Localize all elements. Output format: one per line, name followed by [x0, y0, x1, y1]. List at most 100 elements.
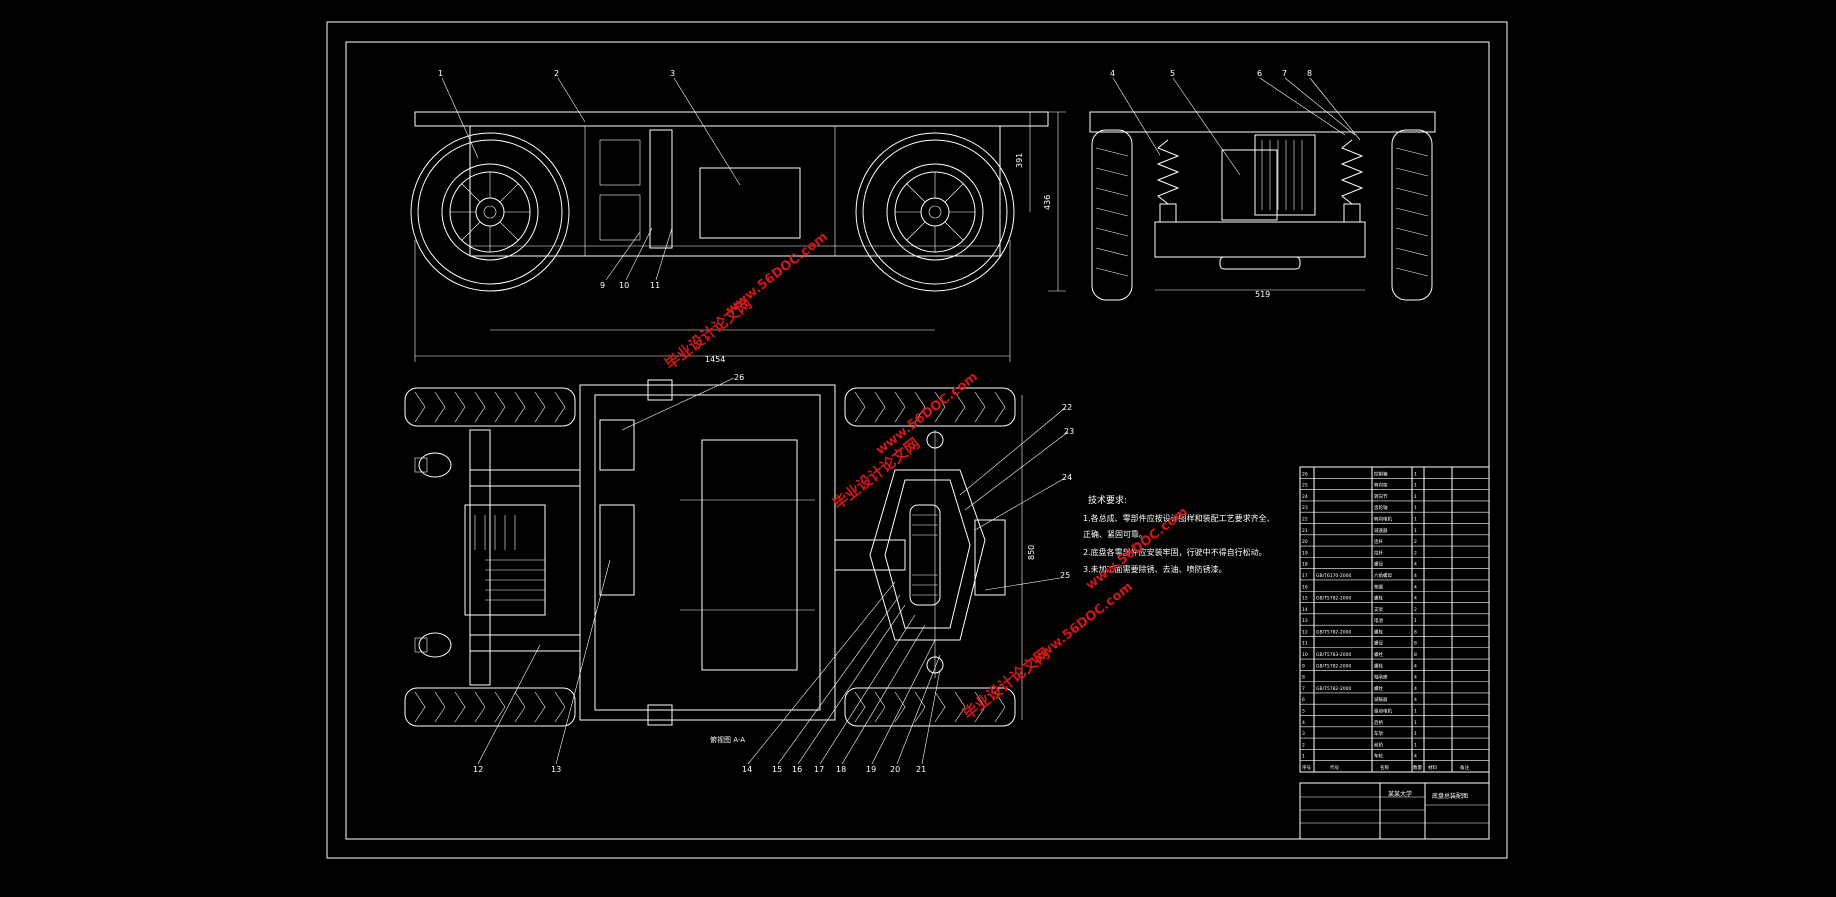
- parts-cell-qty: 4: [1414, 697, 1417, 703]
- callout-10: 10: [619, 281, 629, 290]
- callout-25: 25: [1060, 571, 1070, 580]
- watermarks: 毕业设计论文网 www.56DOC.com 毕业设计论文网 www.56DOC.…: [661, 230, 1190, 724]
- callout-23: 23: [1064, 427, 1074, 436]
- callout-17: 17: [814, 765, 824, 774]
- parts-cell-name: 减速器: [1374, 527, 1388, 534]
- parts-cell-name: 螺母: [1374, 640, 1383, 647]
- dim-height-b: 436: [1043, 195, 1052, 210]
- parts-cell-qty: 1: [1414, 471, 1417, 477]
- parts-cell-name: 螺栓: [1374, 651, 1383, 658]
- parts-cell-qty: 1: [1414, 516, 1417, 522]
- parts-cell-name: 拉杆: [1374, 549, 1383, 556]
- tech-title: 技术要求:: [1088, 494, 1127, 506]
- parts-cell-no: 6: [1302, 697, 1305, 703]
- plan-tire-rf: [844, 387, 1016, 427]
- parts-cell-no: 23: [1302, 505, 1308, 511]
- callout-1: 1: [438, 69, 443, 78]
- callout-11: 11: [650, 281, 660, 290]
- parts-cell-no: 24: [1302, 494, 1308, 500]
- parts-cell-qty: 1: [1414, 483, 1417, 489]
- plan-tire-rr: [844, 687, 1016, 727]
- callout-15: 15: [772, 765, 782, 774]
- parts-cell-no: 8: [1302, 675, 1305, 681]
- parts-cell-name: 六角螺母: [1374, 572, 1392, 579]
- watermark-3-url: www.56DOC.com: [1028, 580, 1136, 669]
- parts-cell-no: 10: [1302, 652, 1308, 658]
- parts-cell-no: 12: [1302, 629, 1308, 635]
- rear-wheel-left: [1091, 129, 1133, 301]
- callout-16: 16: [792, 765, 802, 774]
- parts-header-note: 备注: [1460, 764, 1469, 771]
- parts-cell-qty: 8: [1414, 629, 1417, 635]
- callout-6: 6: [1257, 69, 1262, 78]
- parts-cell-no: 16: [1302, 584, 1308, 590]
- parts-cell-qty: 4: [1414, 562, 1417, 568]
- callout-9: 9: [600, 281, 605, 290]
- tech-line-1: 1.各总成、零部件应按设计图样和装配工艺要求齐全、: [1083, 513, 1275, 523]
- parts-header-name: 名称: [1380, 764, 1389, 771]
- parts-cell-no: 3: [1302, 731, 1305, 737]
- callout-numbers: 1 2 3 4 5 6 7 8 9 10 11 12 13 14 15 16 1…: [438, 69, 1312, 774]
- parts-cell-no: 5: [1302, 709, 1305, 715]
- callout-14: 14: [742, 765, 752, 774]
- parts-cell-code: GB/T5782-2000: [1316, 663, 1352, 669]
- parts-cell-qty: 4: [1414, 675, 1417, 681]
- steering-assembly: [869, 469, 986, 641]
- title-project: 底盘总装配图: [1432, 792, 1468, 800]
- parts-cell-name: 螺母: [1374, 561, 1383, 568]
- parts-cell-no: 7: [1302, 686, 1305, 692]
- parts-cell-qty: 2: [1414, 550, 1417, 556]
- parts-cell-name: 转向节: [1374, 493, 1388, 500]
- parts-cell-qty: 8: [1414, 641, 1417, 647]
- parts-cell-no: 1: [1302, 754, 1305, 760]
- plan-view-label: 俯视图 A-A: [710, 735, 745, 744]
- callout-3: 3: [670, 69, 675, 78]
- parts-cell-no: 25: [1302, 483, 1308, 489]
- parts-header-code: 代号: [1330, 764, 1339, 771]
- tech-line-3: 2.底盘各零部件应安装牢固，行驶中不得自行松动。: [1083, 547, 1267, 557]
- plan-tire-lf: [404, 387, 576, 427]
- title-school: 某某大学: [1388, 790, 1412, 798]
- parts-cell-name: 车轮: [1374, 753, 1383, 760]
- tech-line-4: 3.未加工面需要除锈、去油、喷防锈漆。: [1083, 564, 1227, 574]
- tech-line-2: 正确、紧固可靠。: [1083, 529, 1147, 539]
- parts-cell-qty: 1: [1414, 731, 1417, 737]
- plan-tire-lr: [404, 687, 576, 727]
- parts-cell-code: GB/T6170-2000: [1316, 573, 1352, 579]
- parts-cell-name: 后桥: [1374, 719, 1383, 726]
- parts-cell-code: GB/T5782-2000: [1316, 686, 1352, 692]
- parts-cell-name: 螺栓: [1374, 628, 1383, 635]
- parts-header-no: 序号: [1302, 764, 1311, 771]
- parts-cell-qty: 1: [1414, 720, 1417, 726]
- parts-cell-qty: 8: [1414, 652, 1417, 658]
- parts-cell-name: 螺栓: [1374, 662, 1383, 669]
- parts-cell-qty: 4: [1414, 663, 1417, 669]
- side-wheel-right: [855, 132, 1015, 292]
- parts-cell-name: 转向电机: [1374, 515, 1392, 522]
- parts-cell-code: GB/T5782-2000: [1316, 629, 1352, 635]
- parts-cell-name: 垫圈: [1374, 583, 1383, 590]
- callout-20: 20: [890, 765, 900, 774]
- inner-frame: [345, 41, 1490, 840]
- callout-18: 18: [836, 765, 846, 774]
- side-wheel-left: [410, 132, 570, 292]
- rear-wheel-right: [1391, 129, 1433, 301]
- parts-cell-no: 20: [1302, 539, 1308, 545]
- parts-cell-no: 9: [1302, 663, 1305, 669]
- parts-cell-no: 18: [1302, 562, 1308, 568]
- parts-cell-name: 螺栓: [1374, 595, 1383, 602]
- parts-cell-no: 4: [1302, 720, 1305, 726]
- parts-cell-no: 17: [1302, 573, 1308, 579]
- callout-8: 8: [1307, 69, 1312, 78]
- parts-cell-qty: 1: [1414, 742, 1417, 748]
- parts-cell-no: 13: [1302, 618, 1308, 624]
- parts-cell-code: GB/T5783-2000: [1316, 652, 1352, 658]
- parts-cell-no: 15: [1302, 596, 1308, 602]
- watermark-2-url: www.56DOC.com: [873, 370, 981, 459]
- parts-cell-name: 齿轮轴: [1374, 504, 1388, 511]
- parts-cell-no: 22: [1302, 516, 1308, 522]
- callout-2: 2: [554, 69, 559, 78]
- parts-cell-no: 11: [1302, 641, 1308, 647]
